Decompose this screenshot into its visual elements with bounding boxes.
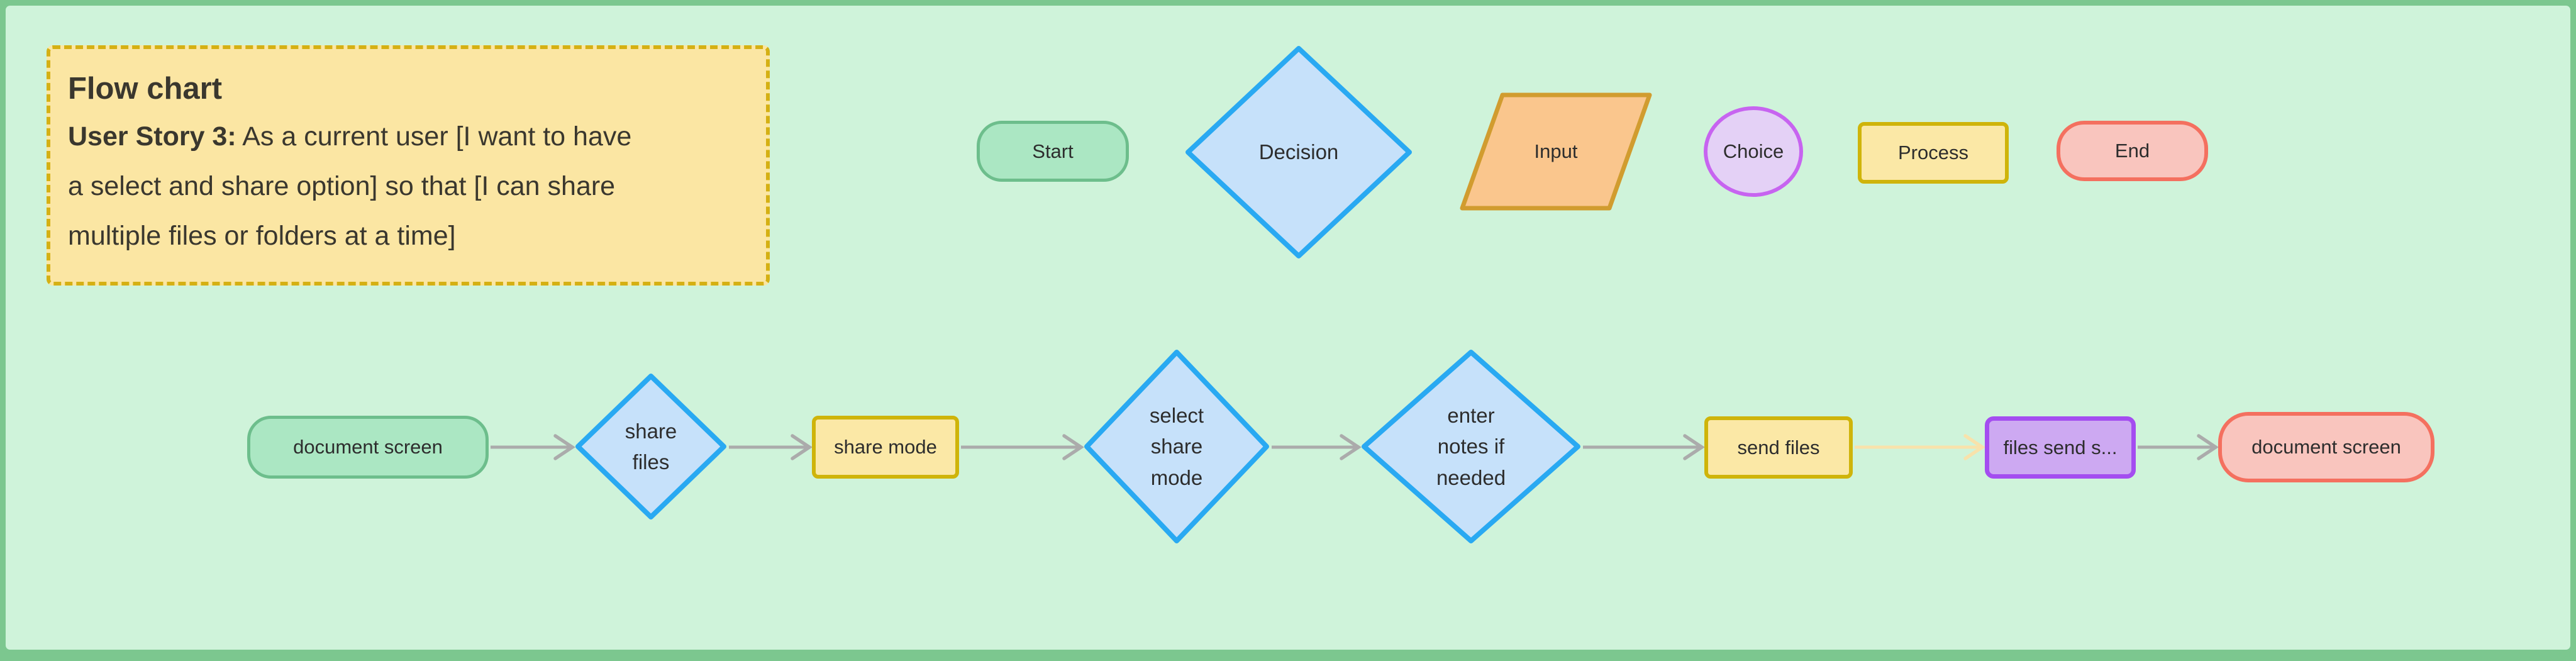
note-story-label: User Story 3: — [68, 121, 236, 152]
legend-decision-shape[interactable]: Decision — [1184, 45, 1413, 260]
note-story-text: As a current user [I want to have a sele… — [68, 121, 632, 252]
flow-node-document-screen-start[interactable]: document screen — [247, 416, 489, 479]
flow-node-send-files[interactable]: send files — [1704, 416, 1853, 479]
legend-choice-label: Choice — [1723, 140, 1784, 162]
flow-node-label: document screen — [293, 436, 443, 458]
flow-node-label: send files — [1737, 436, 1820, 458]
flow-node-label: document screen — [2251, 436, 2401, 458]
flow-node-document-screen-end[interactable]: document screen — [2218, 412, 2434, 482]
diamond-shape-graphic — [1185, 46, 1412, 258]
legend-process-label: Process — [1898, 142, 1968, 164]
flow-node-share-mode[interactable]: share mode — [812, 416, 959, 479]
legend-start-shape[interactable]: Start — [977, 121, 1129, 182]
note-body: User Story 3: As a current user [I want … — [68, 112, 747, 261]
flow-node-label: enter notes if needed — [1436, 403, 1506, 489]
flow-node-label: share files — [625, 419, 677, 474]
edge-share-files-to-share-mode[interactable] — [729, 434, 813, 460]
legend-input-shape[interactable]: Input — [1460, 92, 1652, 211]
user-story-note[interactable]: Flow chart User Story 3: As a current us… — [47, 45, 770, 286]
edge-files-send-to-doc-end[interactable] — [2138, 434, 2219, 460]
parallelogram-shape-graphic — [1460, 92, 1652, 211]
edge-share-mode-to-select-share[interactable] — [961, 434, 1084, 460]
flow-node-select-share-mode[interactable]: select share mode — [1084, 349, 1270, 544]
legend-end-label: End — [2114, 140, 2150, 162]
legend-start-label: Start — [1032, 140, 1074, 162]
flow-node-files-send[interactable]: files send s... — [1985, 416, 2136, 479]
diamond-shape-graphic — [1084, 350, 1269, 543]
flow-node-share-files[interactable]: share files — [575, 373, 727, 520]
legend-decision-label: Decision — [1258, 140, 1339, 164]
edge-doc-start-to-share-files[interactable] — [491, 434, 575, 460]
flow-node-label: select share mode — [1149, 403, 1204, 489]
diamond-shape-graphic — [575, 374, 726, 519]
legend-input-label: Input — [1534, 140, 1578, 162]
flow-node-label: files send s... — [2003, 436, 2118, 458]
note-title: Flow chart — [68, 72, 223, 106]
diamond-shape-graphic — [1362, 350, 1580, 543]
flow-node-enter-notes[interactable]: enter notes if needed — [1361, 349, 1581, 544]
edge-send-files-to-files-send[interactable] — [1855, 434, 1985, 460]
legend-choice-shape[interactable]: Choice — [1704, 106, 1803, 197]
legend-process-shape[interactable]: Process — [1858, 122, 2009, 184]
legend-end-shape[interactable]: End — [2057, 121, 2208, 181]
edge-select-share-to-enter-notes[interactable] — [1272, 434, 1362, 460]
edge-enter-notes-to-send-files[interactable] — [1583, 434, 1705, 460]
flow-node-label: share mode — [834, 436, 937, 458]
